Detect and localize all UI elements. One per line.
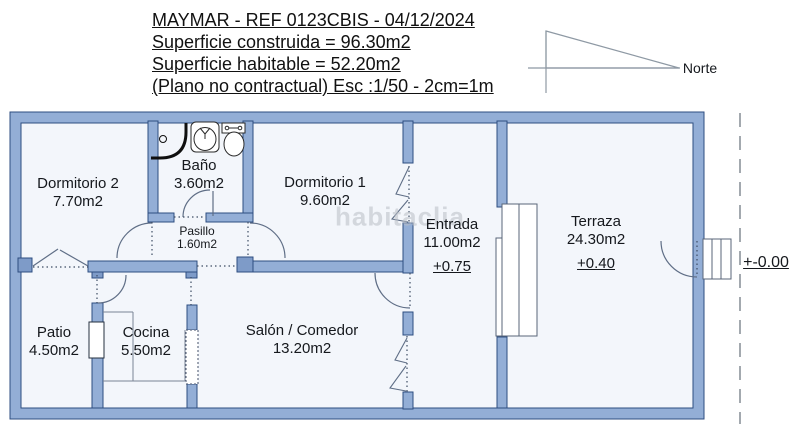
room-level: +0.40: [577, 255, 615, 272]
kitchen-door-arc: [97, 274, 127, 304]
room-name: Patio: [36, 324, 72, 341]
room-name: Dormitorio 1: [284, 174, 366, 191]
room-label-bano: Baño 3.60m2: [174, 157, 224, 193]
watermark: habitaclia: [335, 201, 465, 232]
door-swings: [32, 189, 698, 309]
bathroom-door-arc: [182, 189, 211, 218]
plan-title: MAYMAR - REF 0123CBIS - 04/12/2024: [152, 10, 475, 30]
room-area: 5.50m2: [120, 342, 172, 359]
north-arrow-icon: [528, 30, 680, 93]
terraza-exterior-steps: [702, 238, 732, 280]
room-name: Pasillo: [179, 224, 215, 238]
door-opening-lines: [33, 166, 698, 392]
living-room-door-arc: [374, 272, 411, 309]
room-label-entrada: Entrada 11.00m2 +0.75: [423, 216, 480, 276]
room-area: 7.70m2: [52, 193, 104, 210]
salon-folding-door: [394, 337, 408, 364]
room-name: Baño: [181, 157, 217, 174]
dormitorio2-door-arc: [116, 222, 153, 259]
kitchen-counter: [103, 311, 186, 382]
entrada-terraza-glazing: [495, 203, 538, 337]
patio-double-door-leaf: [32, 248, 59, 267]
room-label-dormitorio2: Dormitorio 2 7.70m2: [37, 175, 119, 211]
folding-doors: [389, 166, 410, 392]
room-name: Cocina: [122, 324, 170, 341]
room-area: 1.60m2: [176, 237, 218, 251]
entrada-folding-door: [395, 166, 410, 198]
room-label-dormitorio1: Dormitorio 1 9.60m2: [284, 174, 366, 210]
room-area: 11.00m2: [423, 234, 481, 251]
room-area: 3.60m2: [173, 175, 225, 192]
exterior-walls: [9, 111, 705, 420]
room-area: 9.60m2: [299, 192, 351, 209]
patio-double-door-leaf: [59, 249, 89, 267]
room-name: Dormitorio 2: [37, 175, 119, 192]
room-label-terraza: Terraza 24.30m2 +0.40: [567, 213, 625, 273]
toilet-fixture: [221, 122, 246, 157]
room-label-pasillo: Pasillo 1.60m2: [177, 225, 217, 251]
dormitorio1-door-arc: [249, 222, 286, 259]
north-label: Norte: [682, 60, 718, 76]
salon-folding-door: [389, 365, 407, 392]
room-label-patio: Patio 4.50m2: [29, 324, 79, 360]
room-name: Terraza: [570, 213, 622, 230]
shower-fixture: [151, 123, 188, 160]
outside-level-label: +-0.00: [743, 254, 789, 271]
room-label-cocina: Cocina 5.50m2: [121, 324, 171, 360]
room-area: 13.20m2: [272, 340, 332, 357]
built-area-line: Superficie construida = 96.30m2: [152, 32, 411, 52]
disclaimer-scale-line: (Plano no contractual) Esc :1/50 - 2cm=1…: [152, 76, 494, 96]
plan-header: MAYMAR - REF 0123CBIS - 04/12/2024 Super…: [152, 9, 494, 97]
terraza-door-arc: [660, 240, 698, 278]
room-name: Entrada: [425, 216, 479, 233]
livable-area-line: Superficie habitable = 52.20m2: [152, 54, 401, 74]
room-label-salon: Salón / Comedor 13.20m2: [246, 322, 359, 358]
room-name: Salón / Comedor: [245, 322, 359, 339]
kitchen-window: [185, 329, 199, 385]
room-area: 4.50m2: [28, 342, 80, 359]
entrada-folding-door: [390, 199, 409, 223]
room-area: 24.30m2: [566, 231, 626, 248]
sink-fixture: [190, 121, 220, 153]
patio-window: [88, 321, 105, 359]
room-level: +0.75: [433, 258, 471, 275]
